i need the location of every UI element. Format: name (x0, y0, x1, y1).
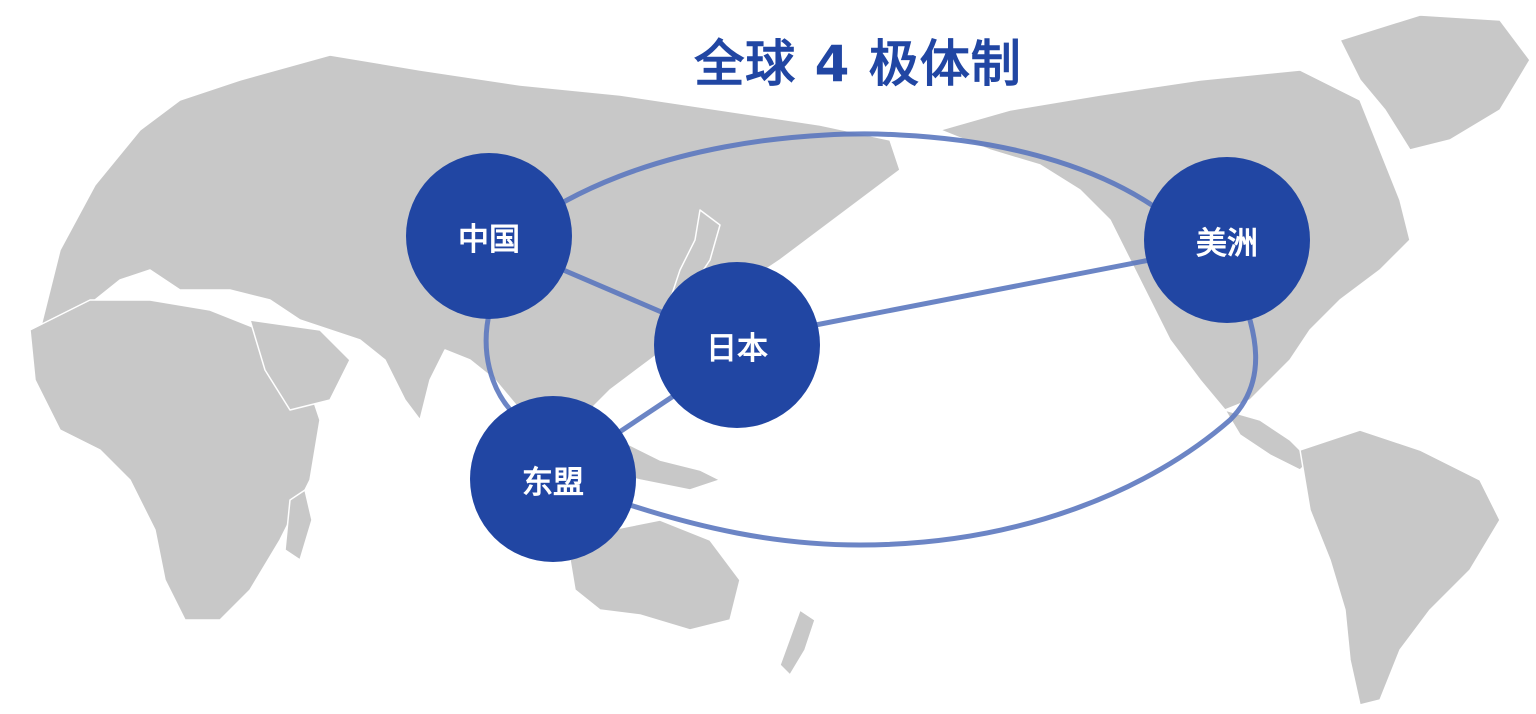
map-central-america (1224, 409, 1311, 471)
link-asean-americas (599, 289, 1259, 548)
node-china-label: 中国 (458, 221, 520, 258)
node-japan: 日本 (654, 262, 820, 428)
node-asean: 东盟 (470, 396, 636, 562)
diagram-title: 全球 4 极体制 (694, 35, 1022, 93)
node-americas: 美洲 (1144, 157, 1310, 323)
node-japan-label: 日本 (706, 330, 768, 367)
link-china-asean (483, 309, 517, 417)
map-greenland (1339, 14, 1531, 151)
map-south-america (1299, 429, 1501, 706)
node-americas-label: 美洲 (1196, 225, 1258, 262)
link-japan-americas (799, 255, 1161, 331)
map-australia (569, 519, 741, 631)
map-madagascar (284, 489, 313, 561)
node-asean-label: 东盟 (522, 464, 584, 501)
map-new-zealand (779, 609, 816, 676)
map-africa (29, 299, 321, 621)
link-china-americas (518, 131, 1197, 242)
node-china: 中国 (406, 153, 572, 319)
map-arabia (249, 319, 351, 411)
